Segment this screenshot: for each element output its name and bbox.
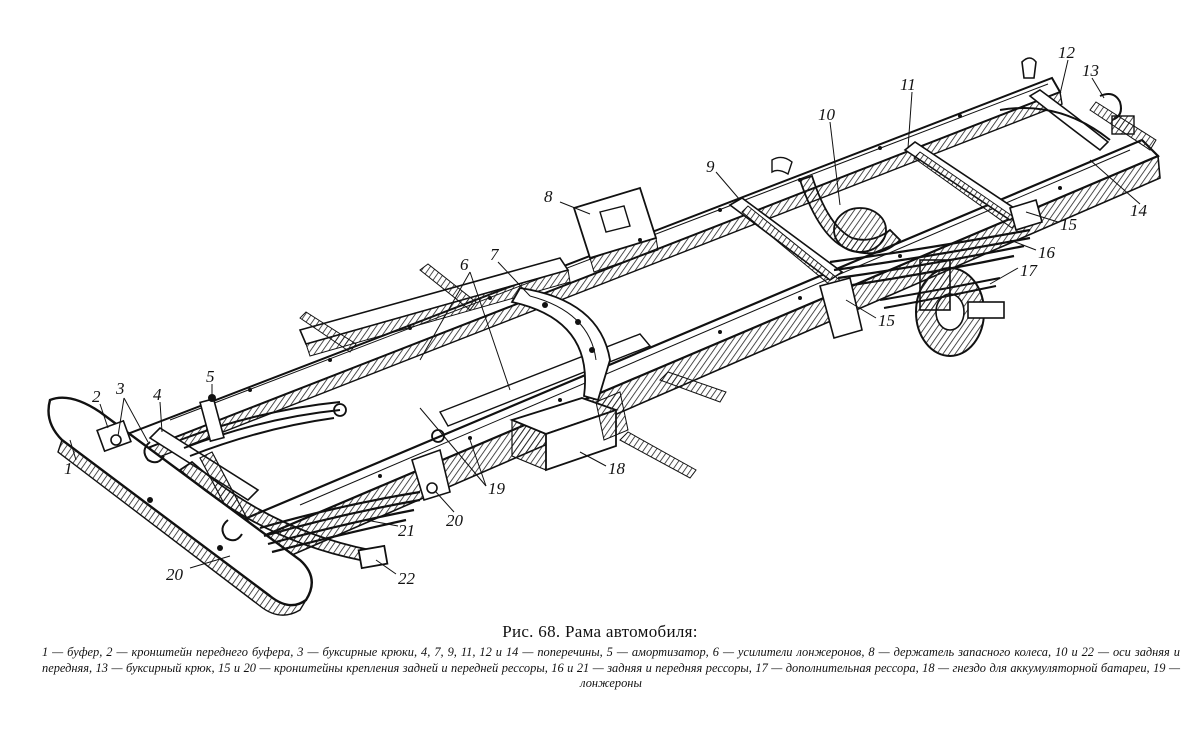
battery-box: [509, 391, 629, 472]
callout-16: 16: [1038, 243, 1056, 262]
callout-5: 5: [206, 367, 215, 386]
callout-3: 3: [115, 379, 125, 398]
callout-10: 10: [818, 105, 836, 124]
callout-15-rear: 15: [1060, 215, 1077, 234]
callout-15-front: 15: [878, 311, 895, 330]
spare-wheel-holder: [572, 186, 659, 273]
longeron-right: [240, 138, 1161, 570]
tow-hook-front: [143, 441, 243, 542]
callout-8: 8: [544, 187, 553, 206]
additional-spring: [879, 259, 1001, 311]
callout-18: 18: [608, 459, 626, 478]
callout-21: 21: [398, 521, 415, 540]
callout-6: 6: [460, 255, 469, 274]
figure-caption-legend: 1 — буфер, 2 — кронштейн переднего буфер…: [42, 645, 1180, 690]
tow-hook-rear: [1021, 57, 1135, 135]
front-bumper: [47, 396, 313, 616]
cross-member-9: [728, 197, 844, 291]
bumper-bracket: [96, 419, 132, 453]
callout-2: 2: [92, 387, 101, 406]
front-spring-left: [179, 401, 347, 457]
frame-illustration: 1 2 3 4 5 6 7 8 9 10 11 12 13 14 15 16 1…: [47, 43, 1161, 616]
rail-rivets: [248, 114, 1062, 478]
callout-20-left: 20: [166, 565, 184, 584]
rear-axle: [771, 156, 1005, 357]
figure-caption-title: Рис. 68. Рама автомобиля:: [502, 622, 698, 641]
callout-13: 13: [1082, 61, 1099, 80]
callout-22: 22: [398, 569, 416, 588]
callout-19: 19: [488, 479, 506, 498]
rear-spring-bracket: [819, 198, 1043, 339]
callout-9: 9: [706, 157, 715, 176]
callout-14: 14: [1130, 201, 1148, 220]
callout-labels: 1 2 3 4 5 6 7 8 9 10 11 12 13 14 15 16 1…: [64, 43, 1148, 588]
outrigger-brackets: [299, 263, 727, 479]
callout-4: 4: [153, 385, 162, 404]
cross-member-7: [510, 287, 611, 402]
callout-20-right: 20: [446, 511, 464, 530]
callout-7: 7: [490, 245, 500, 264]
callout-12: 12: [1058, 43, 1076, 62]
callout-17: 17: [1020, 261, 1039, 280]
callout-1: 1: [64, 459, 73, 478]
callout-11: 11: [900, 75, 916, 94]
leader-lines: [69, 59, 1141, 575]
